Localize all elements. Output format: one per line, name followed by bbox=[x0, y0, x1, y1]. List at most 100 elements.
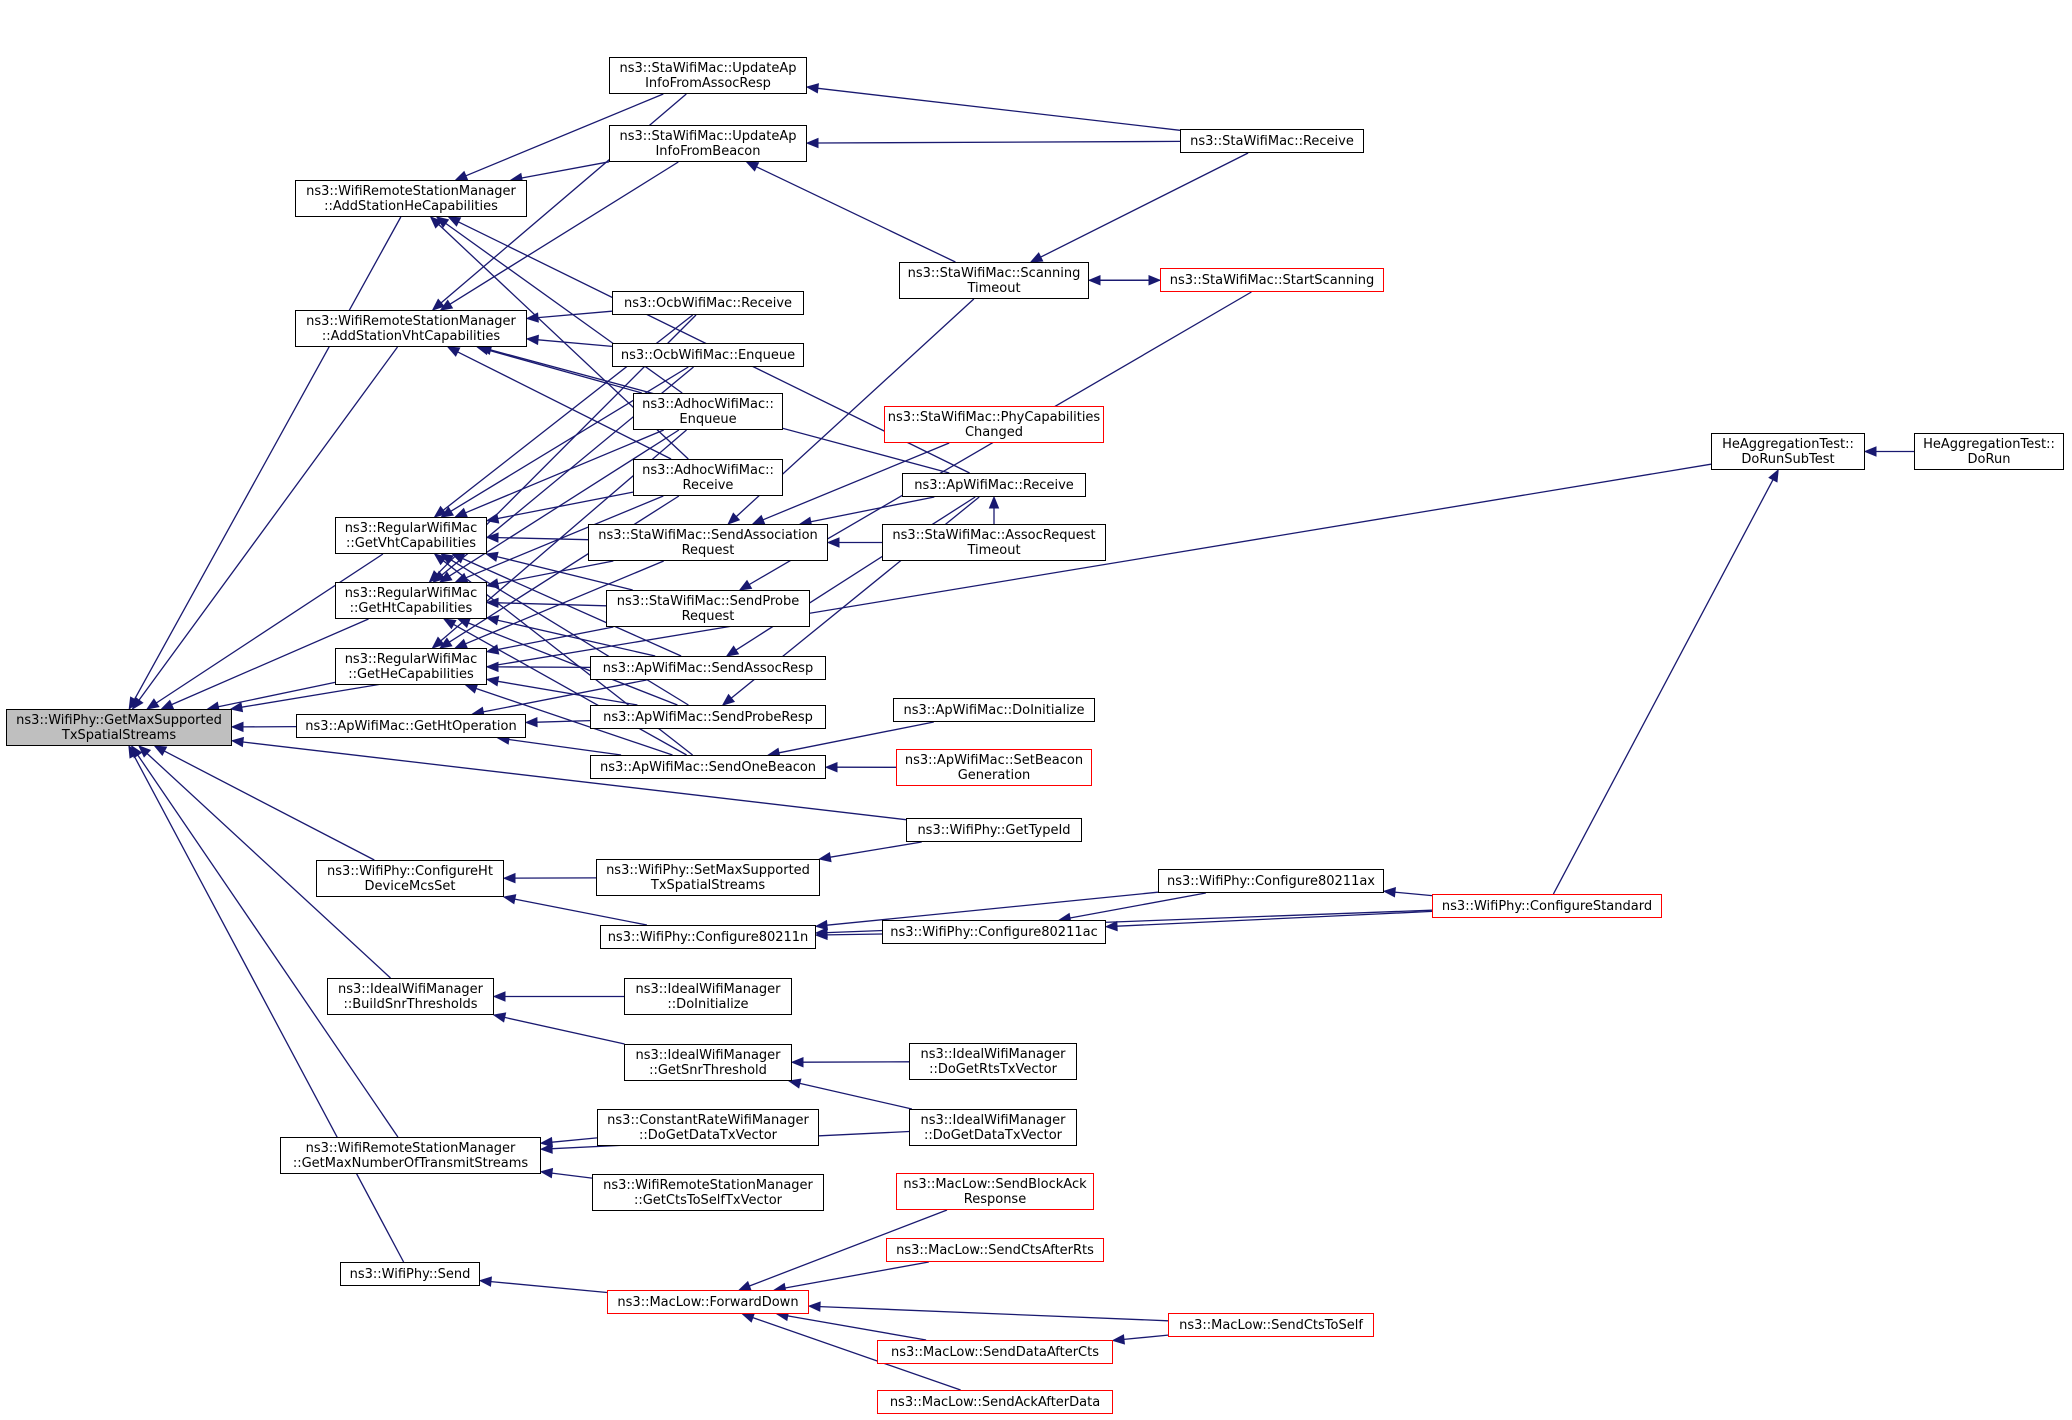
node-send-probe-resp[interactable]: ns3::ApWifiMac::SendProbeResp bbox=[590, 705, 826, 729]
node-forward-down[interactable]: ns3::MacLow::ForwardDown bbox=[607, 1290, 809, 1314]
call-edge bbox=[799, 1082, 913, 1110]
node-he-aggregation-do-run[interactable]: HeAggregationTest:: DoRun bbox=[1914, 433, 2064, 470]
node-ideal-do-initialize[interactable]: ns3::IdealWifiManager ::DoInitialize bbox=[624, 978, 792, 1015]
node-label: ns3::WifiRemoteStationManager ::AddStati… bbox=[306, 313, 516, 344]
node-configure-standard[interactable]: ns3::WifiPhy::ConfigureStandard bbox=[1432, 894, 1662, 918]
node-get-max-number-of-transmit-streams[interactable]: ns3::WifiRemoteStationManager ::GetMaxNu… bbox=[280, 1137, 541, 1174]
call-edge bbox=[819, 1305, 1169, 1322]
node-ocb-wifi-mac-enqueue[interactable]: ns3::OcbWifiMac::Enqueue bbox=[612, 343, 804, 367]
node-configure-80211ax[interactable]: ns3::WifiPhy::Configure80211ax bbox=[1158, 869, 1384, 893]
node-send-cts-after-rts[interactable]: ns3::MacLow::SendCtsAfterRts bbox=[886, 1238, 1104, 1262]
node-adhoc-wifi-mac-enqueue[interactable]: ns3::AdhocWifiMac:: Enqueue bbox=[633, 393, 783, 430]
node-ap-wifi-mac-do-initialize[interactable]: ns3::ApWifiMac::DoInitialize bbox=[893, 698, 1095, 722]
node-wifi-phy-send[interactable]: ns3::WifiPhy::Send bbox=[340, 1262, 480, 1286]
node-send-assoc-resp[interactable]: ns3::ApWifiMac::SendAssocResp bbox=[590, 656, 826, 680]
node-get-ht-capabilities[interactable]: ns3::RegularWifiMac ::GetHtCapabilities bbox=[335, 582, 487, 619]
arrowhead bbox=[442, 618, 457, 630]
node-update-ap-info-from-beacon[interactable]: ns3::StaWifiMac::UpdateAp InfoFromBeacon bbox=[609, 125, 807, 162]
arrowhead bbox=[230, 736, 244, 748]
node-get-vht-capabilities[interactable]: ns3::RegularWifiMac ::GetVhtCapabilities bbox=[335, 517, 487, 554]
node-update-ap-info-from-assoc-resp[interactable]: ns3::StaWifiMac::UpdateAp InfoFromAssocR… bbox=[609, 57, 807, 94]
node-ocb-wifi-mac-receive[interactable]: ns3::OcbWifiMac::Receive bbox=[612, 291, 804, 315]
arrowhead bbox=[988, 495, 1000, 509]
arrowhead bbox=[524, 716, 538, 728]
node-root-get-max-supported-tx-spatial-streams: ns3::WifiPhy::GetMaxSupported TxSpatialS… bbox=[6, 709, 232, 746]
arrowhead bbox=[1863, 446, 1877, 457]
call-edge bbox=[496, 555, 633, 591]
node-constant-rate-do-get-data-tx-vector[interactable]: ns3::ConstantRateWifiManager ::DoGetData… bbox=[597, 1109, 819, 1146]
node-label: ns3::WifiPhy::ConfigureHt DeviceMcsSet bbox=[327, 863, 493, 894]
node-send-data-after-cts[interactable]: ns3::MacLow::SendDataAfterCts bbox=[877, 1340, 1113, 1364]
node-label: ns3::WifiPhy::Configure80211ax bbox=[1166, 873, 1376, 889]
arrowhead bbox=[1382, 887, 1396, 898]
node-adhoc-wifi-mac-receive[interactable]: ns3::AdhocWifiMac:: Receive bbox=[633, 459, 783, 496]
node-get-cts-to-self-tx-vector[interactable]: ns3::WifiRemoteStationManager ::GetCtsTo… bbox=[592, 1174, 824, 1211]
node-get-he-capabilities[interactable]: ns3::RegularWifiMac ::GetHeCapabilities bbox=[335, 648, 487, 685]
call-edge bbox=[514, 898, 648, 926]
node-wifi-phy-get-type-id[interactable]: ns3::WifiPhy::GetTypeId bbox=[906, 818, 1082, 842]
node-label: ns3::ApWifiMac::Receive bbox=[914, 477, 1074, 493]
arrowhead bbox=[438, 571, 453, 583]
call-edge bbox=[497, 666, 591, 669]
node-send-ack-after-data[interactable]: ns3::MacLow::SendAckAfterData bbox=[877, 1390, 1113, 1414]
node-label: ns3::StaWifiMac::UpdateAp InfoFromAssocR… bbox=[619, 60, 797, 91]
arrowhead bbox=[447, 216, 462, 227]
arrowhead bbox=[745, 161, 760, 172]
call-edge bbox=[138, 346, 399, 701]
node-send-association-request[interactable]: ns3::StaWifiMac::SendAssociation Request bbox=[588, 524, 828, 561]
node-configure-80211n[interactable]: ns3::WifiPhy::Configure80211n bbox=[600, 925, 816, 949]
arrowhead bbox=[446, 346, 461, 357]
node-label: ns3::MacLow::SendAckAfterData bbox=[889, 1394, 1101, 1410]
arrowhead bbox=[440, 506, 455, 518]
node-scanning-timeout[interactable]: ns3::StaWifiMac::Scanning Timeout bbox=[899, 262, 1089, 299]
node-configure-80211ac[interactable]: ns3::WifiPhy::Configure80211ac bbox=[882, 920, 1106, 944]
node-label: ns3::WifiPhy::ConfigureStandard bbox=[1441, 898, 1653, 914]
arrowhead bbox=[1148, 274, 1162, 286]
arrowhead bbox=[153, 745, 168, 756]
arrowhead bbox=[128, 744, 139, 759]
arrowhead bbox=[454, 170, 469, 181]
node-sta-wifi-mac-receive[interactable]: ns3::StaWifiMac::Receive bbox=[1180, 129, 1364, 153]
call-edge bbox=[508, 738, 622, 756]
node-label: ns3::ApWifiMac::SetBeacon Generation bbox=[904, 752, 1084, 783]
node-phy-capabilities-changed[interactable]: ns3::StaWifiMac::PhyCapabilities Changed bbox=[884, 406, 1104, 443]
node-label: ns3::WifiPhy::GetMaxSupported TxSpatialS… bbox=[16, 712, 222, 743]
node-send-block-ack-response[interactable]: ns3::MacLow::SendBlockAck Response bbox=[896, 1173, 1094, 1210]
call-edge bbox=[1069, 892, 1206, 919]
node-send-cts-to-self[interactable]: ns3::MacLow::SendCtsToSelf bbox=[1168, 1313, 1374, 1337]
node-label: ns3::IdealWifiManager ::DoGetRtsTxVector bbox=[920, 1046, 1066, 1077]
arrowhead bbox=[1768, 468, 1779, 483]
call-edge bbox=[475, 687, 673, 756]
arrowhead bbox=[1029, 252, 1044, 263]
arrowhead bbox=[454, 507, 468, 518]
call-edge bbox=[551, 1137, 598, 1143]
call-edge bbox=[465, 560, 664, 645]
arrowhead bbox=[727, 512, 741, 525]
node-assoc-request-timeout[interactable]: ns3::StaWifiMac::AssocRequest Timeout bbox=[882, 524, 1106, 561]
node-start-scanning[interactable]: ns3::StaWifiMac::StartScanning bbox=[1160, 268, 1384, 292]
call-edge bbox=[487, 349, 642, 394]
call-edge bbox=[462, 557, 682, 657]
call-edge bbox=[1040, 152, 1249, 258]
node-he-aggregation-do-run-sub-test[interactable]: HeAggregationTest:: DoRunSubTest bbox=[1711, 433, 1865, 470]
node-configure-ht-device-mcs-set[interactable]: ns3::WifiPhy::ConfigureHt DeviceMcsSet bbox=[316, 860, 504, 897]
call-edge bbox=[826, 933, 883, 936]
node-label: ns3::MacLow::SendDataAfterCts bbox=[891, 1344, 1099, 1360]
node-ideal-do-get-data-tx-vector[interactable]: ns3::IdealWifiManager ::DoGetDataTxVecto… bbox=[909, 1109, 1077, 1146]
node-build-snr-thresholds[interactable]: ns3::IdealWifiManager ::BuildSnrThreshol… bbox=[327, 978, 494, 1015]
node-set-beacon-generation[interactable]: ns3::ApWifiMac::SetBeacon Generation bbox=[896, 749, 1092, 786]
arrowhead bbox=[539, 1167, 554, 1179]
node-send-one-beacon[interactable]: ns3::ApWifiMac::SendOneBeacon bbox=[590, 755, 826, 779]
call-edge bbox=[497, 680, 638, 706]
call-edge bbox=[490, 1280, 608, 1294]
node-send-probe-request[interactable]: ns3::StaWifiMac::SendProbe Request bbox=[606, 590, 810, 627]
node-get-snr-threshold[interactable]: ns3::IdealWifiManager ::GetSnrThreshold bbox=[624, 1044, 792, 1081]
node-add-station-vht-capabilities[interactable]: ns3::WifiRemoteStationManager ::AddStati… bbox=[295, 310, 527, 347]
node-add-station-he-capabilities[interactable]: ns3::WifiRemoteStationManager ::AddStati… bbox=[295, 180, 527, 217]
node-ap-wifi-mac-receive[interactable]: ns3::ApWifiMac::Receive bbox=[902, 473, 1086, 497]
node-set-max-supported-tx-spatial-streams[interactable]: ns3::WifiPhy::SetMaxSupported TxSpatialS… bbox=[596, 859, 820, 896]
node-ideal-do-get-rts-tx-vector[interactable]: ns3::IdealWifiManager ::DoGetRtsTxVector bbox=[909, 1043, 1077, 1080]
node-get-ht-operation[interactable]: ns3::ApWifiMac::GetHtOperation bbox=[296, 714, 526, 738]
arrowhead bbox=[485, 615, 500, 626]
